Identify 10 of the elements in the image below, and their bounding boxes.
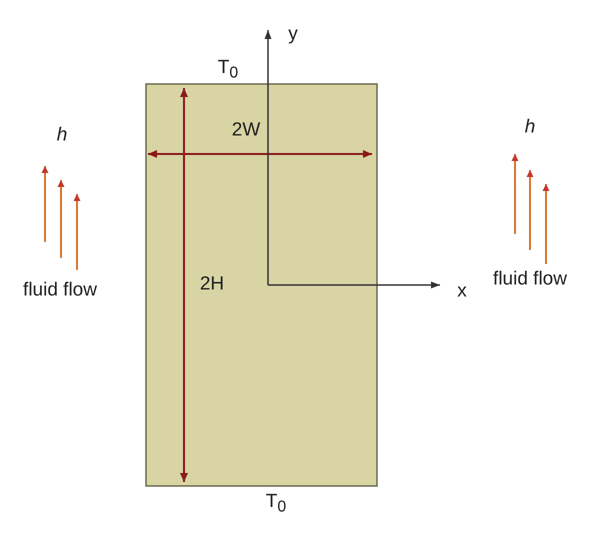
coefficient-label: h <box>56 126 68 146</box>
temperature-label: T$_{0}$ <box>218 58 238 82</box>
axis-label: x <box>457 282 467 302</box>
flow-label: fluid flow <box>493 270 567 290</box>
dimension-label: 2W <box>232 120 260 142</box>
coefficient-label: h <box>524 118 536 138</box>
axis-label: y <box>288 24 298 46</box>
flow-label: fluid flow <box>23 280 97 302</box>
dimension-label: 2H <box>200 274 224 296</box>
temperature-label: T$_{0}$ <box>266 492 286 516</box>
